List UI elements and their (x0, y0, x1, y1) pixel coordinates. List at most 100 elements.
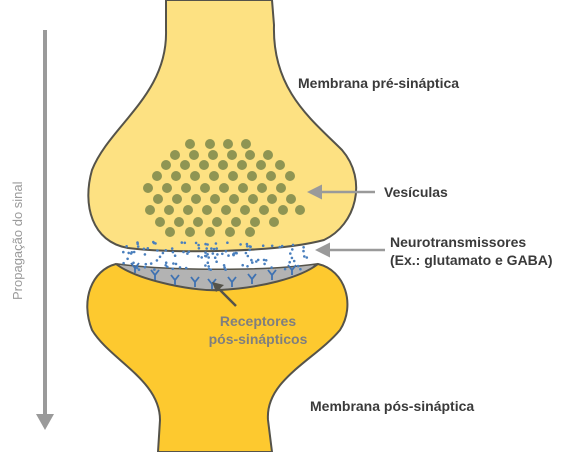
neurotransmitter-dot (164, 264, 167, 267)
neurotransmitter-dot (263, 263, 266, 266)
neurotransmitter-dot (213, 248, 216, 251)
neurotransmitter-dot (247, 255, 250, 258)
vesicle-icon (269, 217, 279, 227)
neurotransmitter-dot (215, 242, 218, 245)
vesicle-icon (263, 150, 273, 160)
vesicle-icon (155, 217, 165, 227)
neurotransmitter-dot (204, 255, 207, 258)
neurotransmitter-dot (302, 250, 305, 253)
neurotransmitter-dot (224, 268, 227, 271)
neurotransmitter-dot (144, 266, 147, 269)
vesicle-icon (238, 183, 248, 193)
neurotransmitter-dot (137, 245, 140, 248)
neurotransmitter-dot (210, 247, 213, 250)
vesicle-icon (205, 139, 215, 149)
neurotransmitter-dot (270, 266, 273, 269)
vesicle-icon (276, 183, 286, 193)
neurotransmitter-dot (249, 245, 252, 248)
vesicle-icon (275, 160, 285, 170)
vesicle-icon (237, 160, 247, 170)
neurotransmitter-dot (131, 251, 134, 254)
neurotransmitter-dot (145, 263, 148, 266)
vesicle-icon (241, 139, 251, 149)
vesicle-icon (257, 183, 267, 193)
vesicle-icon (225, 227, 235, 237)
pre-synaptic-terminal (88, 0, 356, 251)
pre-membrane-label: Membrana pré-sináptica (298, 75, 459, 91)
vesicle-icon (202, 205, 212, 215)
neurotransmitter-dot (293, 260, 296, 263)
neurotransmitter-dot (172, 251, 175, 254)
neurotransmitter-dot (250, 259, 253, 262)
vesicle-icon (240, 205, 250, 215)
neurotransmitter-dot (125, 245, 128, 248)
vesicle-icon (209, 171, 219, 181)
neurotransmitter-dot (214, 256, 217, 259)
vesicle-icon (164, 205, 174, 215)
neurotransmitter-dot (156, 249, 159, 252)
neurotransmitter-dot (165, 249, 168, 252)
neurotransmitter-dot (138, 268, 141, 271)
neurotransmitter-dot (221, 253, 224, 256)
neurotransmitter-dot (215, 247, 218, 250)
vesicle-icon (208, 150, 218, 160)
vesicle-icon (205, 227, 215, 237)
neurotransmitter-dot (212, 252, 215, 255)
neurotransmitter-dot (302, 246, 305, 249)
neurotransmitter-dot (171, 268, 174, 271)
receptors-label-1: Receptores (220, 313, 296, 329)
vesicle-icon (278, 205, 288, 215)
neurotransmitter-dot (152, 241, 155, 244)
neurotransmitter-dot (215, 260, 218, 263)
vesicle-icon (218, 160, 228, 170)
neurotransmitter-dot (198, 247, 201, 250)
vesicle-icon (295, 205, 305, 215)
neurotransmitter-dot (185, 267, 188, 270)
neurotransmitter-dot (246, 243, 249, 246)
neurotransmitter-dot (144, 253, 147, 256)
vesicle-icon (200, 183, 210, 193)
neurotransmitter-dot (271, 245, 274, 248)
neurotransmitter-dot (257, 259, 260, 262)
vesicle-icon (165, 227, 175, 237)
signal-arrow-head (36, 414, 54, 430)
neurotransmitter-dot (246, 245, 249, 248)
neurotransmitter-dot (235, 252, 238, 255)
vesicle-icon (221, 205, 231, 215)
vesicle-icon (181, 183, 191, 193)
neurotransmitter-dot (171, 247, 174, 250)
neurotransmitter-dot (204, 243, 207, 246)
neurotransmitter-dot (156, 259, 159, 262)
neurotransmitter-dot (186, 252, 189, 255)
neurotransmitter-dot (122, 262, 125, 265)
vesicle-icon (199, 160, 209, 170)
neurotransmitter-dot (288, 261, 291, 264)
neurotransmitter-dot (265, 259, 268, 262)
vesicle-icon (180, 160, 190, 170)
vesicle-icon (219, 183, 229, 193)
neurotransmitter-dot (289, 252, 292, 255)
neurotransmitter-dot (262, 244, 265, 247)
signal-label: Propagação do sinal (10, 181, 25, 300)
vesicle-icon (267, 194, 277, 204)
neurotransmitter-dot (147, 247, 150, 250)
vesicle-icon (171, 171, 181, 181)
neurotransmitter-dot (127, 252, 130, 255)
vesicle-icon (191, 194, 201, 204)
neurotransmitter-dot (153, 268, 156, 271)
neurotransmitter-dot (150, 262, 153, 265)
neurotransmitter-dot (291, 257, 294, 260)
vesicle-icon (256, 160, 266, 170)
neurotransmitter-dot (291, 248, 294, 251)
neurotransmitter-dot (165, 261, 168, 264)
neurotransmitter-dot (223, 266, 226, 269)
neurotransmitter-dot (206, 253, 209, 256)
neurotransmitter-dot (182, 251, 185, 254)
neurotransmitter-dot (299, 268, 302, 271)
neurotransmitter-dot (122, 251, 125, 254)
neurotransmitter-dot (226, 241, 229, 244)
neurotransmitters-label-2: (Ex.: glutamato e GABA) (390, 252, 553, 268)
neurotransmitter-dot (181, 241, 184, 244)
neurotransmitter-dot (225, 250, 228, 253)
vesicle-icon (231, 217, 241, 227)
